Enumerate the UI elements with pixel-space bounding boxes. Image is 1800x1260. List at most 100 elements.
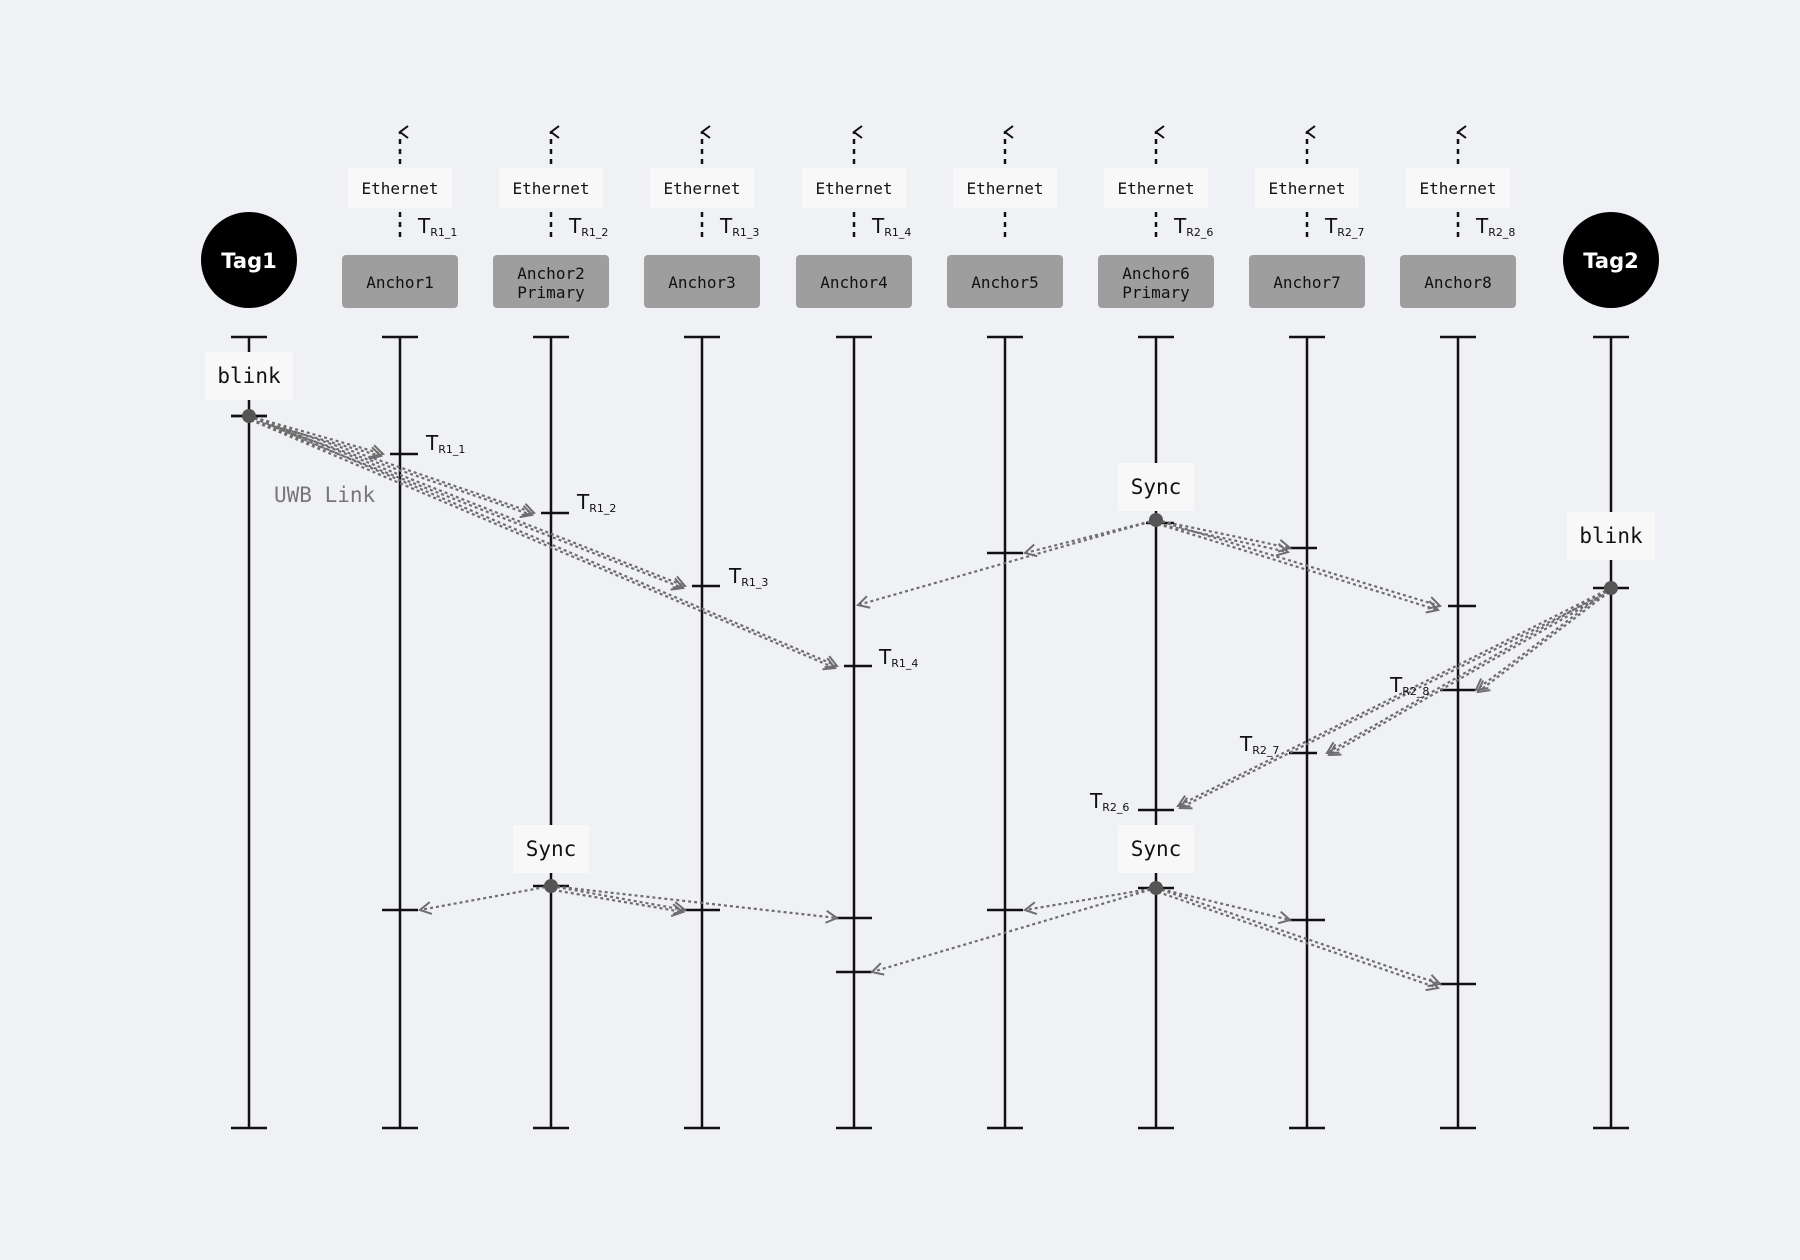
- lifeline-a1: [382, 335, 418, 1130]
- tag-node-tag2: [1563, 212, 1659, 308]
- tag-label-tag1: Tag1: [221, 249, 276, 273]
- ethernet-box-a4: [802, 168, 906, 208]
- rx-timestamp-r2-7: TR2_7: [1239, 732, 1279, 757]
- anchor-label-a2-line1: Primary: [517, 283, 585, 302]
- sync-lower-a6-to-a5: [1025, 886, 1157, 910]
- blink-arrow-tag2-1-shadow: [1329, 591, 1610, 755]
- rx-timestamp-r1-1: TR1_1: [425, 431, 465, 456]
- lifeline-a3: [684, 335, 720, 1130]
- sync-lower-a2-to-a1: [420, 884, 552, 910]
- blink-label-tag2: blink: [1579, 524, 1643, 548]
- ethernet-box-a6: [1104, 168, 1208, 208]
- sync-lower-a2-to-a3: [550, 884, 685, 910]
- anchor-box-a4: [796, 255, 912, 308]
- lifeline-tag1: [231, 335, 267, 1130]
- ethernet-label-a6: Ethernet: [1117, 179, 1194, 198]
- rx-timestamp-r1-2: TR1_2: [576, 490, 616, 515]
- sync-lower-a2-to-a3-shadow: [552, 888, 683, 912]
- ethernet-timestamp-a1: TR1_1: [417, 214, 457, 239]
- blink-arrow-tag2-0: [1178, 587, 1612, 806]
- sync-lower-a6-to-a8: [1155, 886, 1440, 984]
- message-origin-dot-0: [242, 409, 256, 423]
- ethernet-timestamp-a4: TR1_4: [871, 214, 911, 239]
- ethernet-timestamp-a6: TR2_6: [1173, 214, 1213, 239]
- anchor-label-a7: Anchor7: [1273, 273, 1340, 292]
- anchor-box-a7: [1249, 255, 1365, 308]
- anchor-box-a8: [1400, 255, 1516, 308]
- ethernet-box-a3: [650, 168, 754, 208]
- anchor-label-a4: Anchor4: [820, 273, 887, 292]
- message-origin-dot-3: [544, 879, 558, 893]
- blink-arrow-tag1-a1-shadow: [250, 418, 381, 456]
- blink-label-tag1-box: [205, 352, 293, 400]
- sync-label-upper-a6: Sync: [1131, 475, 1182, 499]
- sync-lower-a6-to-a4: [872, 886, 1157, 972]
- lifeline-a2: [533, 335, 569, 1130]
- anchor-label-a6-line1: Primary: [1122, 283, 1190, 302]
- ethernet-box-a8: [1406, 168, 1510, 208]
- sync-upper-to-a8: [1155, 518, 1440, 606]
- message-origin-dot-1: [1604, 581, 1618, 595]
- sync-upper-to-a7: [1155, 518, 1290, 548]
- anchor-box-a6: [1098, 255, 1214, 308]
- blink-arrow-tag1-a4-shadow: [250, 418, 835, 668]
- anchor-label-a1: Anchor1: [366, 273, 433, 292]
- sync-upper-to-a4: [858, 518, 1157, 605]
- anchor-box-a3: [644, 255, 760, 308]
- ethernet-box-a7: [1255, 168, 1359, 208]
- lifeline-a7: [1289, 335, 1325, 1130]
- sync-label-lower-a2-box: [513, 825, 589, 873]
- ethernet-label-a8: Ethernet: [1419, 179, 1496, 198]
- lifeline-a6: [1138, 335, 1174, 1130]
- rx-timestamp-r1-4: TR1_4: [878, 645, 918, 670]
- lifeline-tag2: [1593, 335, 1629, 1130]
- tag-label-tag2: Tag2: [1583, 249, 1638, 273]
- ethernet-timestamp-a3: TR1_3: [719, 214, 759, 239]
- ethernet-label-a2: Ethernet: [512, 179, 589, 198]
- tag-node-tag1: [201, 212, 297, 308]
- sync-upper-to-a7-shadow: [1157, 522, 1288, 552]
- sync-lower-a2-to-a4: [550, 884, 837, 918]
- rx-timestamp-r1-3: TR1_3: [728, 564, 768, 589]
- blink-arrow-tag1-a4: [248, 414, 837, 666]
- lifeline-a4: [836, 335, 872, 1130]
- sync-upper-to-a5: [1025, 518, 1157, 553]
- anchor-label-a5: Anchor5: [971, 273, 1038, 292]
- sync-upper-to-a8-shadow: [1157, 522, 1438, 610]
- anchor-box-a5: [947, 255, 1063, 308]
- sync-lower-a6-to-a7: [1155, 886, 1290, 920]
- sync-label-upper-a6-box: [1118, 463, 1194, 511]
- ethernet-box-a2: [499, 168, 603, 208]
- ethernet-label-a1: Ethernet: [361, 179, 438, 198]
- ethernet-timestamp-a2: TR1_2: [568, 214, 608, 239]
- rx-timestamp-r2-8: TR2_8: [1389, 673, 1429, 698]
- message-origin-dot-2: [1149, 513, 1163, 527]
- message-origin-dot-4: [1149, 881, 1163, 895]
- lifeline-a8: [1440, 335, 1476, 1130]
- ethernet-box-a1: [348, 168, 452, 208]
- ethernet-label-a4: Ethernet: [815, 179, 892, 198]
- anchor-box-a2: [493, 255, 609, 308]
- anchor-box-a1: [342, 255, 458, 308]
- ethernet-label-a5: Ethernet: [966, 179, 1043, 198]
- ethernet-timestamp-a8: TR2_8: [1475, 214, 1515, 239]
- blink-label-tag2-box: [1567, 512, 1655, 560]
- blink-arrow-tag2-0-shadow: [1180, 591, 1610, 808]
- ethernet-box-a5: [953, 168, 1057, 208]
- blink-arrow-tag1-a2-shadow: [250, 418, 532, 515]
- blink-arrow-tag2-2-shadow: [1478, 591, 1610, 692]
- blink-label-tag1: blink: [217, 364, 281, 388]
- sync-label-lower-a6-box: [1118, 825, 1194, 873]
- rx-timestamp-r2-6: TR2_6: [1089, 789, 1129, 814]
- anchor-label-a6-line0: Anchor6: [1122, 264, 1189, 283]
- blink-arrow-tag1-a2: [248, 414, 534, 513]
- ethernet-label-a3: Ethernet: [663, 179, 740, 198]
- ethernet-timestamp-a7: TR2_7: [1324, 214, 1364, 239]
- blink-arrow-tag1-a1: [248, 414, 383, 454]
- anchor-label-a3: Anchor3: [668, 273, 735, 292]
- sync-label-lower-a6: Sync: [1131, 837, 1182, 861]
- blink-arrow-tag1-a3-shadow: [250, 418, 683, 588]
- blink-arrow-tag2-1: [1327, 587, 1612, 753]
- anchor-label-a2-line0: Anchor2: [517, 264, 584, 283]
